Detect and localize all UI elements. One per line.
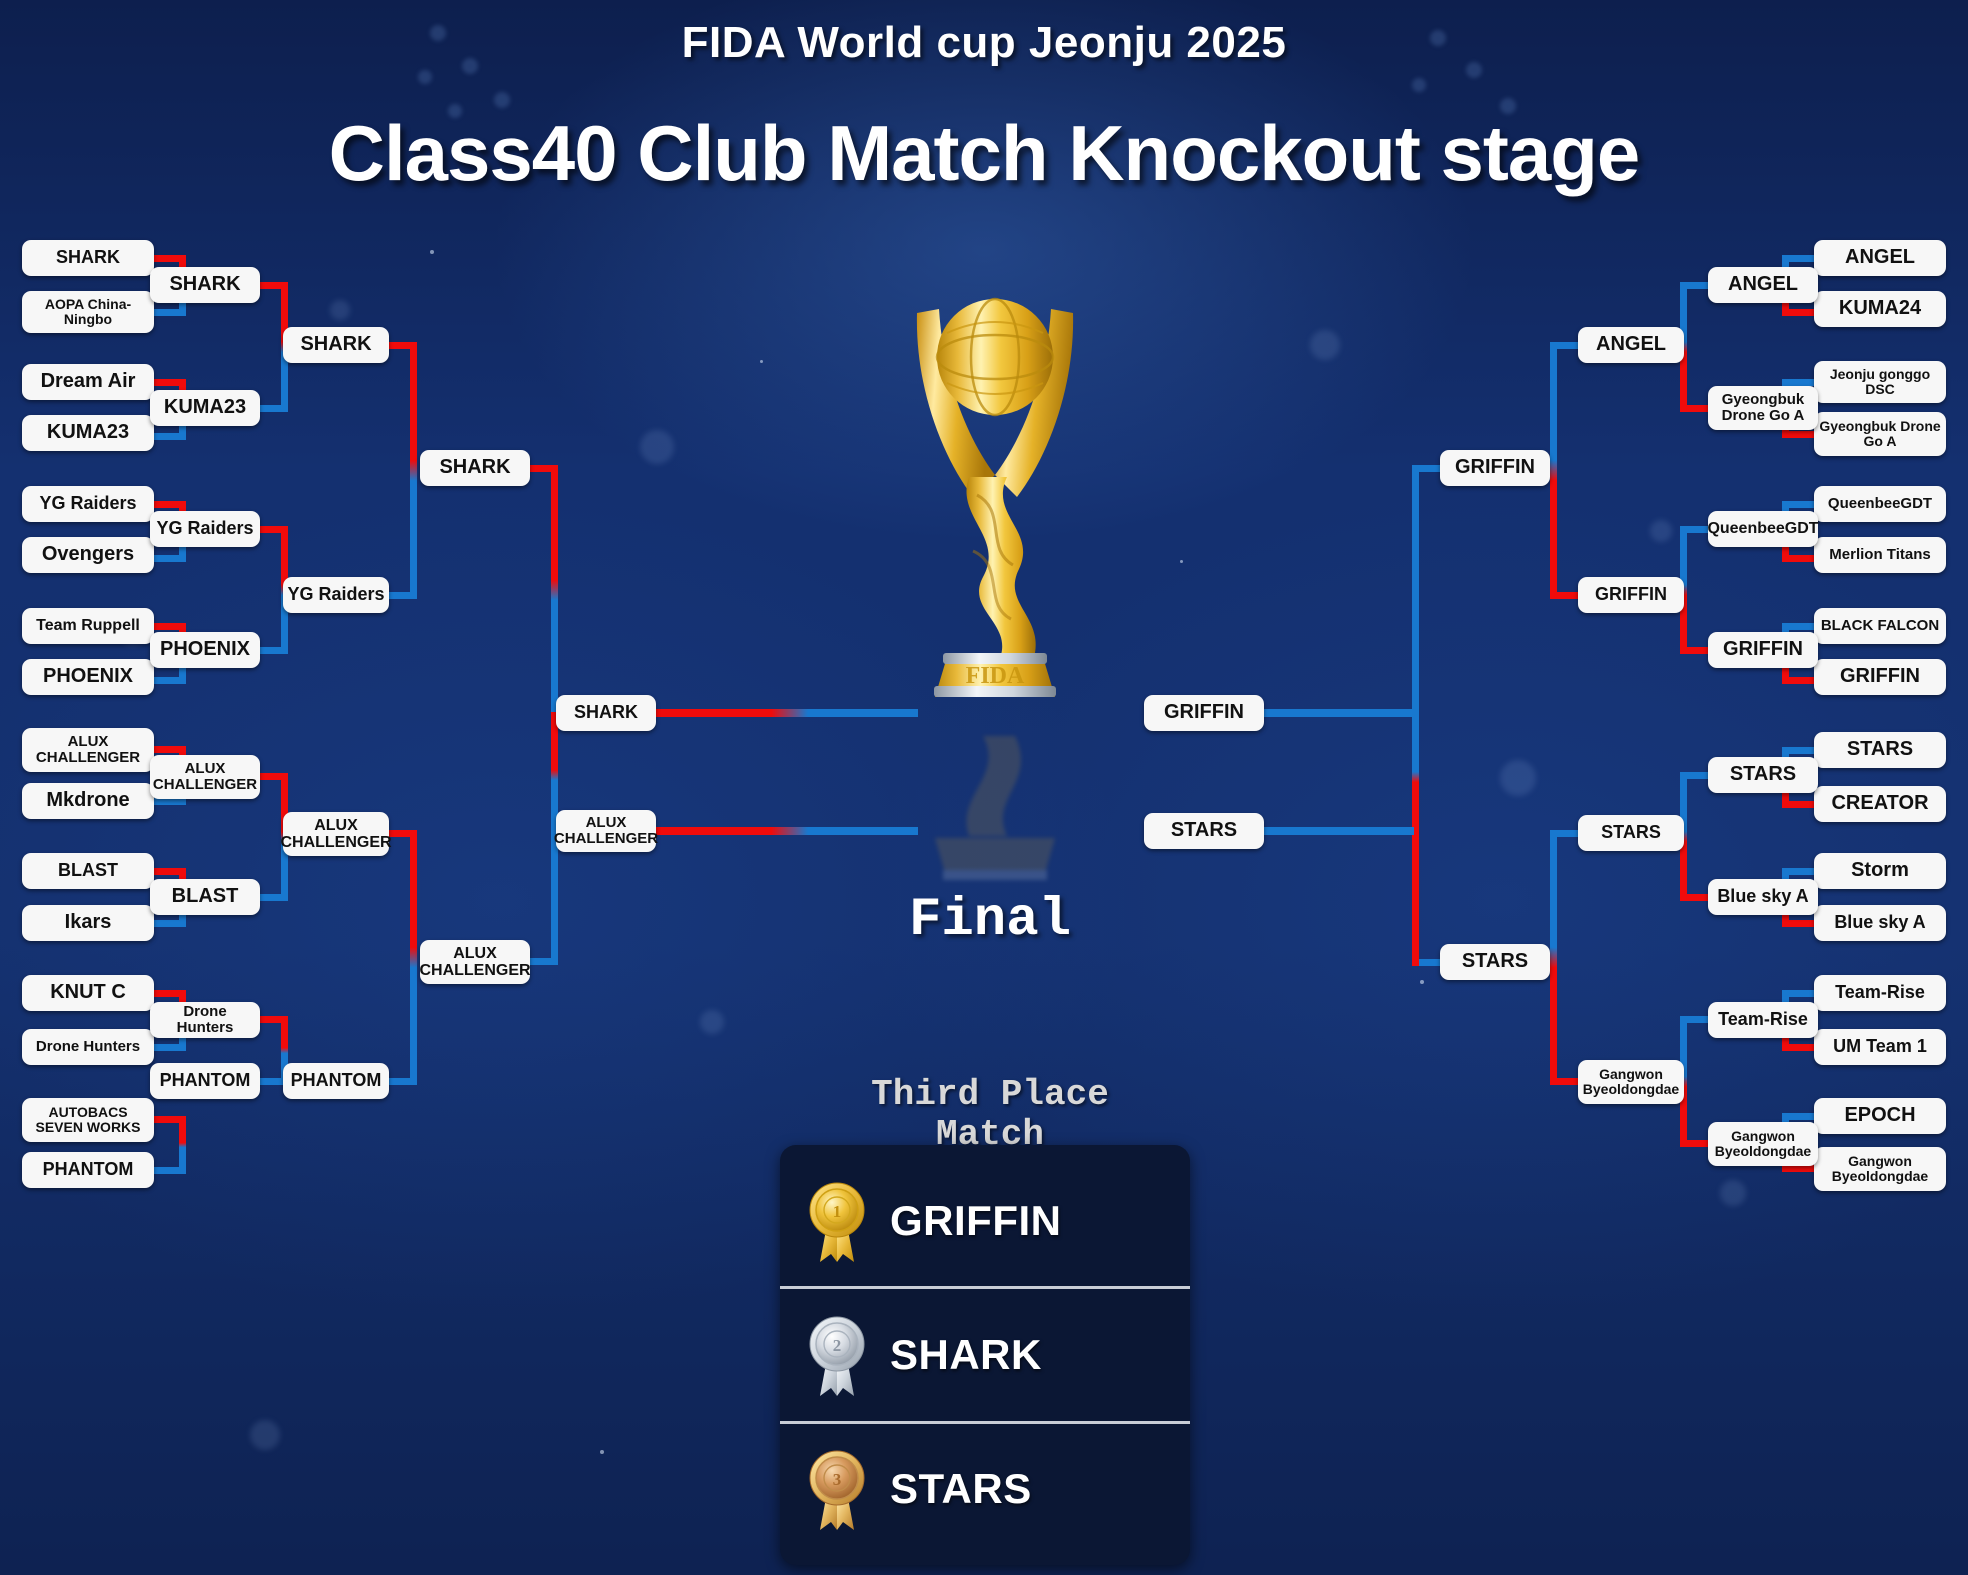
page-title: Class40 Club Match Knockout stage	[328, 109, 1641, 197]
right-r32-slot-3[interactable]: Jeonju gonggo DSC	[1814, 361, 1946, 403]
right-r16-slot-1[interactable]: ANGEL	[1708, 267, 1818, 303]
event-subtitle: FIDA World cup Jeonju 2025	[681, 18, 1287, 67]
world-cup-trophy-icon: FIDA	[855, 265, 1135, 705]
left-r32-slot-10[interactable]: Mkdrone	[22, 783, 154, 819]
left-r32-slot-7[interactable]: Team Ruppell	[22, 608, 154, 644]
right-r16-slot-4[interactable]: GRIFFIN	[1708, 632, 1818, 668]
right-r16-slot-7[interactable]: Team-Rise	[1708, 1002, 1818, 1038]
left-r32-slot-3[interactable]: Dream Air	[22, 364, 154, 400]
right-sf-slot-1[interactable]: GRIFFIN	[1440, 450, 1550, 486]
right-finalist-slot-1[interactable]: GRIFFIN	[1144, 695, 1264, 731]
final-standings-panel: 1 GRIFFIN 2	[780, 1145, 1190, 1565]
right-r32-slot-2[interactable]: KUMA24	[1814, 291, 1946, 327]
left-r32-slot-12[interactable]: Ikars	[22, 905, 154, 941]
left-r32-slot-13[interactable]: KNUT C	[22, 975, 154, 1011]
left-r32-slot-6[interactable]: Ovengers	[22, 537, 154, 573]
standings-row-1: 1 GRIFFIN	[780, 1155, 1190, 1286]
left-qf-slot-2[interactable]: YG Raiders	[283, 577, 389, 613]
right-qf-slot-1[interactable]: ANGEL	[1578, 327, 1684, 363]
left-r32-slot-14[interactable]: Drone Hunters	[22, 1029, 154, 1065]
third-place-match-label: Third Place Match	[800, 1074, 1180, 1156]
left-r16-slot-8[interactable]: PHANTOM	[150, 1063, 260, 1099]
right-r16-slot-8[interactable]: Gangwon Byeoldongdae	[1708, 1122, 1818, 1166]
right-r32-slot-4[interactable]: Gyeongbuk Drone Go A	[1814, 412, 1946, 456]
final-label: Final	[908, 890, 1072, 951]
left-r16-slot-5[interactable]: ALUX CHALLENGER	[150, 755, 260, 799]
left-r32-slot-16[interactable]: PHANTOM	[22, 1152, 154, 1188]
right-r32-slot-15[interactable]: EPOCH	[1814, 1098, 1946, 1134]
left-r16-slot-6[interactable]: BLAST	[150, 879, 260, 915]
left-r32-slot-2[interactable]: AOPA China-Ningbo	[22, 291, 154, 333]
right-r32-slot-14[interactable]: UM Team 1	[1814, 1029, 1946, 1065]
standings-team-1: GRIFFIN	[890, 1196, 1062, 1244]
right-finalist-slot-2[interactable]: STARS	[1144, 813, 1264, 849]
left-r16-slot-1[interactable]: SHARK	[150, 267, 260, 303]
left-r32-slot-4[interactable]: KUMA23	[22, 415, 154, 451]
right-r32-slot-8[interactable]: GRIFFIN	[1814, 659, 1946, 695]
svg-text:3: 3	[833, 1470, 842, 1489]
svg-text:2: 2	[833, 1336, 842, 1355]
right-r16-slot-3[interactable]: QueenbeeGDT	[1707, 511, 1819, 547]
right-r32-slot-9[interactable]: STARS	[1814, 732, 1946, 768]
right-qf-slot-2[interactable]: GRIFFIN	[1578, 577, 1684, 613]
right-r32-slot-5[interactable]: QueenbeeGDT	[1814, 486, 1946, 522]
right-r32-slot-10[interactable]: CREATOR	[1814, 786, 1946, 822]
left-r16-slot-7[interactable]: Drone Hunters	[150, 1002, 260, 1038]
right-qf-slot-4[interactable]: Gangwon Byeoldongdae	[1578, 1060, 1684, 1104]
right-r16-slot-5[interactable]: STARS	[1708, 757, 1818, 793]
standings-row-3: 3 STARS	[780, 1420, 1190, 1555]
left-r32-slot-5[interactable]: YG Raiders	[22, 486, 154, 522]
bronze-rosette-icon: 3	[809, 1450, 865, 1531]
left-r32-slot-1[interactable]: SHARK	[22, 240, 154, 276]
left-sf-slot-1[interactable]: SHARK	[420, 450, 530, 486]
standings-team-2: SHARK	[890, 1330, 1042, 1378]
right-sf-slot-2[interactable]: STARS	[1440, 944, 1550, 980]
left-qf-slot-4[interactable]: PHANTOM	[283, 1063, 389, 1099]
left-r32-slot-9[interactable]: ALUX CHALLENGER	[22, 728, 154, 772]
svg-text:FIDA: FIDA	[966, 663, 1025, 689]
left-r32-slot-8[interactable]: PHOENIX	[22, 659, 154, 695]
right-r16-slot-6[interactable]: Blue sky A	[1708, 879, 1818, 915]
right-r32-slot-11[interactable]: Storm	[1814, 853, 1946, 889]
gold-rosette-icon: 1	[809, 1182, 865, 1262]
silver-rosette-icon: 2	[809, 1316, 865, 1396]
standings-team-3: STARS	[890, 1465, 1032, 1513]
left-qf-slot-3[interactable]: ALUX CHALLENGER	[280, 812, 392, 856]
left-qf-slot-1[interactable]: SHARK	[283, 327, 389, 363]
left-finalist-slot-1[interactable]: SHARK	[556, 695, 656, 731]
trophy-reflection	[855, 700, 1135, 880]
svg-text:1: 1	[833, 1202, 842, 1221]
right-r32-slot-1[interactable]: ANGEL	[1814, 240, 1946, 276]
right-r32-slot-6[interactable]: Merlion Titans	[1814, 537, 1946, 573]
left-sf-slot-2[interactable]: ALUX CHALLENGER	[419, 940, 531, 984]
right-r16-slot-2[interactable]: Gyeongbuk Drone Go A	[1708, 386, 1818, 430]
left-r16-slot-2[interactable]: KUMA23	[150, 390, 260, 426]
third-place-line-1: Third Place	[871, 1074, 1109, 1115]
right-r32-slot-16[interactable]: Gangwon Byeoldongdae	[1814, 1147, 1946, 1191]
right-r32-slot-12[interactable]: Blue sky A	[1814, 905, 1946, 941]
left-r32-slot-15[interactable]: AUTOBACS SEVEN WORKS	[22, 1098, 154, 1142]
standings-row-2: 2 SHARK	[780, 1286, 1190, 1420]
right-r32-slot-7[interactable]: BLACK FALCON	[1814, 608, 1946, 644]
right-r32-slot-13[interactable]: Team-Rise	[1814, 975, 1946, 1011]
left-r16-slot-4[interactable]: PHOENIX	[150, 632, 260, 668]
right-qf-slot-3[interactable]: STARS	[1578, 815, 1684, 851]
left-finalist-slot-2[interactable]: ALUX CHALLENGER	[554, 810, 658, 852]
left-r32-slot-11[interactable]: BLAST	[22, 853, 154, 889]
left-r16-slot-3[interactable]: YG Raiders	[150, 511, 260, 547]
